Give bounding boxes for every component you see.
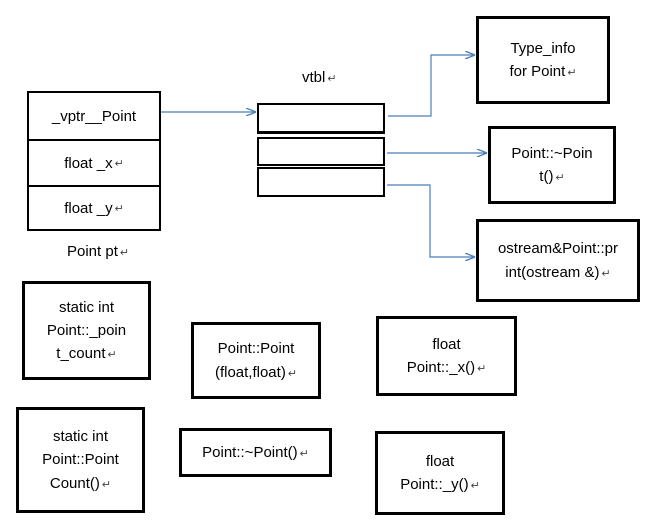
constructor-line-1: Point::Point (217, 340, 295, 358)
getter-x-box: float Point::_x()↵ (376, 316, 517, 396)
field-x-label: float _x (64, 154, 113, 172)
field-vptr-label: _vptr__Point (51, 108, 137, 125)
static-count-line-2: Point::_poin (46, 321, 127, 339)
getter-y-line-2: Point::_y() (400, 476, 469, 493)
print-line-1: ostream&Point::pr (497, 240, 619, 258)
vtbl-title-label: vtbl (302, 69, 326, 86)
arrow-slot1-to-typeinfo (388, 55, 474, 117)
typeinfo-box: Type_info for Point↵ (476, 16, 610, 104)
static-count-line-1: static int (58, 298, 115, 316)
vtbl-slot-3 (257, 167, 385, 197)
object-caption: Point pt↵ (67, 243, 130, 260)
object-caption-label: Point pt (67, 243, 118, 260)
getter-x-line-2: Point::_x() (406, 359, 476, 376)
field-y: float _y↵ (27, 185, 161, 231)
static-count-fn-line-2: Point::Point (42, 451, 119, 469)
getter-y-box: float Point::_y()↵ (375, 431, 505, 515)
static-count-box: static int Point::_poin t_count↵ (22, 281, 151, 380)
vtbl-slot-1 (257, 103, 385, 134)
virtual-destructor-line-1: Point::~Poin (511, 144, 593, 162)
vtbl-slot-2 (257, 137, 385, 166)
field-y-label: float _y (64, 199, 113, 217)
static-count-fn-line-3: Count() (49, 474, 100, 492)
typeinfo-line-1: Type_info (510, 39, 576, 57)
typeinfo-line-2: for Point (509, 63, 566, 80)
static-count-line-3: t_count (56, 345, 106, 363)
destructor-line-1: Point::~Point() (202, 443, 298, 461)
destructor-box: Point::~Point()↵ (179, 428, 332, 477)
static-count-fn-box: static int Point::Point Count()↵ (16, 407, 145, 513)
constructor-box: Point::Point (float,float)↵ (191, 322, 321, 399)
getter-x-line-1: float (432, 335, 461, 353)
arrow-slot3-to-print (387, 184, 474, 257)
vtbl-title: vtbl↵ (302, 69, 337, 86)
static-count-fn-line-1: static int (52, 428, 109, 446)
print-line-2: int(ostream &) (505, 263, 600, 281)
virtual-destructor-box: Point::~Poin t()↵ (488, 126, 616, 204)
print-box: ostream&Point::pr int(ostream &)↵ (476, 219, 640, 302)
virtual-destructor-line-2: t() (539, 168, 554, 185)
getter-y-line-1: float (425, 452, 455, 470)
constructor-line-2: (float,float) (214, 363, 286, 381)
